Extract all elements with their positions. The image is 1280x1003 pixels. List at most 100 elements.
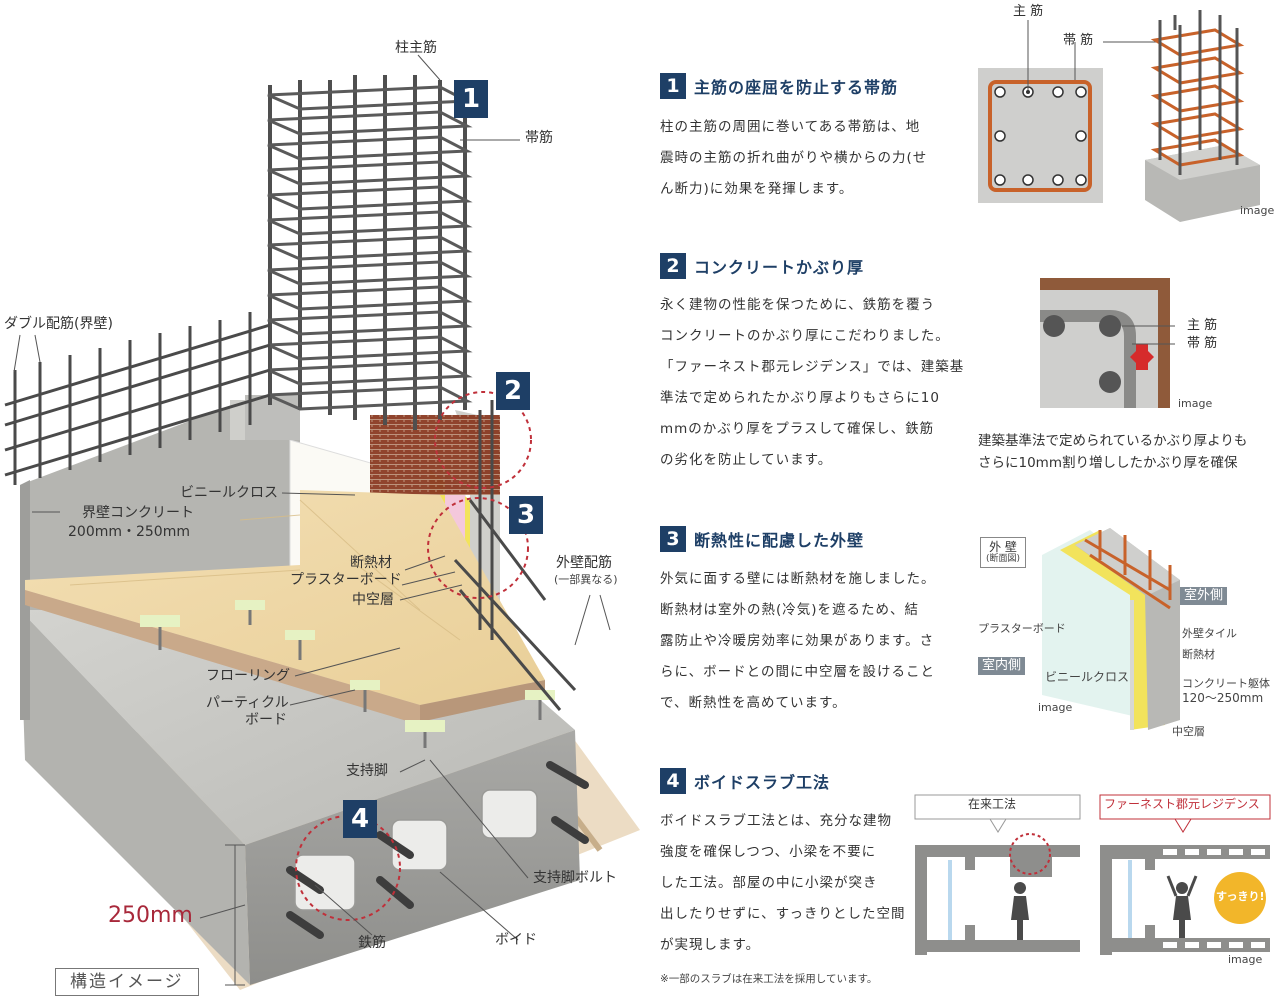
section-3-number: 3 (660, 526, 686, 552)
section-1-line: 震時の主筋の折れ曲がりや横からの力(せ (660, 150, 928, 166)
section-2-title: コンクリートかぶり厚 (694, 258, 865, 277)
section-1-title: 主筋の座屈を防止する帯筋 (694, 78, 899, 97)
section-2-number: 2 (660, 253, 686, 279)
label-party-wall-thickness: 200mm・250mm (68, 524, 190, 540)
hoop-ring (267, 110, 473, 136)
fig3-concrete-body: コンクリート躯体 (1182, 677, 1270, 690)
hoop-ring (267, 335, 473, 361)
section-2-header: 2 コンクリートかぶり厚 (660, 253, 864, 279)
fig4-bubble: すっきり!! (1216, 890, 1270, 903)
label-flooring: フローリング (206, 668, 290, 684)
fig4-conventional: 在来工法 (968, 797, 1017, 811)
section-4-line: が実現します。 (660, 937, 761, 953)
label-particle-board-2: ボード (245, 712, 287, 728)
party-wall (20, 400, 300, 610)
section-2-line: の劣化を防止しています。 (660, 452, 833, 468)
fig3-plaster-board: プラスターボード (978, 622, 1066, 635)
section-3-line: らに、ボードとの間に中空層を設けること (660, 664, 935, 680)
fig2-hoop: 帯 筋 (1187, 336, 1218, 351)
flooring (25, 490, 545, 705)
section-1-line: 柱の主筋の周囲に巻いてある帯筋は、地 (660, 119, 921, 135)
fig3-outdoor: 室外側 (1180, 587, 1228, 605)
fig3-thickness: 120〜250mm (1182, 691, 1264, 705)
label-insulation: 断熱材 (350, 555, 392, 571)
badge-3: 3 (509, 496, 543, 534)
section-3-title: 断熱性に配慮した外壁 (694, 531, 865, 550)
section-4-line: した工法。部屋の中に小梁が突き (660, 875, 878, 891)
label-void: ボイド (495, 932, 537, 948)
hoop-ring (267, 285, 473, 311)
fig1-hoop: 帯 筋 (1063, 33, 1094, 48)
label-party-wall: 界壁コンクリート (82, 505, 194, 521)
fig3-title-box: 外 壁 (断面図) (980, 537, 1027, 569)
outer-wall-rebar (453, 400, 577, 711)
badge-4: 4 (343, 800, 377, 838)
double-rebar (4, 312, 271, 485)
hoop-ring (267, 360, 473, 386)
label-hoop: 帯筋 (525, 130, 553, 146)
section-3-line: 外気に面する壁には断熱材を施しました。 (660, 571, 936, 587)
label-support-bolt: 支持脚ボルト (533, 870, 617, 886)
fig3-image-caption: image (1038, 701, 1073, 714)
hoop-ring (267, 385, 473, 411)
label-particle-board-1: パーティクル (206, 695, 289, 711)
detail-circle-3 (427, 497, 529, 599)
section-1-header: 1 主筋の座屈を防止する帯筋 (660, 73, 898, 99)
section-2-line: コンクリートのかぶり厚にこだわりました。 (660, 328, 950, 344)
section-4-line: ボイドスラブ工法とは、充分な建物 (660, 813, 892, 829)
hoop-ring (267, 210, 473, 236)
label-support-leg: 支持脚 (346, 763, 388, 779)
fig2-caption-2: さらに10mm割り増ししたかぶり厚を確保 (978, 455, 1238, 471)
section-4-header: 4 ボイドスラブ工法 (660, 768, 830, 794)
figure-cover-thickness (1040, 278, 1175, 408)
fig2-main-bar: 主 筋 (1187, 318, 1218, 333)
fig3-subtitle: (断面図) (986, 554, 1021, 565)
label-air-layer: 中空層 (352, 592, 394, 608)
label-plaster-board: プラスターボード (290, 572, 402, 588)
fig3-air-layer: 中空層 (1172, 725, 1205, 738)
hoop-ring (267, 135, 473, 161)
fig3-insulation: 断熱材 (1182, 648, 1215, 661)
detail-circle-4 (295, 815, 401, 921)
label-double-rebar: ダブル配筋(界壁) (4, 316, 113, 332)
fig3-outer-tile: 外壁タイル (1182, 627, 1237, 640)
section-4-title: ボイドスラブ工法 (694, 773, 831, 792)
section-2-line: 準法で定められたかぶり厚よりもさらに10 (660, 390, 940, 406)
section-2-line: 永く建物の性能を保つために、鉄筋を覆う (660, 297, 936, 313)
section-4-body: ボイドスラブ工法とは、充分な建物 強度を確保しつつ、小梁を不要に した工法。部屋… (660, 806, 906, 961)
label-outer-wall-rebar: 外壁配筋 (556, 555, 612, 571)
fig4-image-caption: image (1228, 953, 1263, 966)
section-3-header: 3 断熱性に配慮した外壁 (660, 526, 864, 552)
hoop-ring (267, 185, 473, 211)
section-3-line: 断熱材は室外の熱(冷気)を遮るため、結 (660, 602, 920, 618)
fig2-caption-1: 建築基準法で定められているかぶり厚よりも (978, 433, 1248, 449)
section-1-number: 1 (660, 73, 686, 99)
section-1-body: 柱の主筋の周囲に巻いてある帯筋は、地 震時の主筋の折れ曲がりや横からの力(せ ん… (660, 112, 927, 205)
support-legs (140, 600, 555, 748)
structure-diagram (4, 54, 640, 990)
section-3-line: で、断熱性を高めています。 (660, 695, 847, 711)
fig3-vinyl-cloth: ビニールクロス (1045, 670, 1130, 684)
section-3-line: 露防止や冷暖房効率に効果があります。さ (660, 633, 935, 649)
section-2-body: 永く建物の性能を保つために、鉄筋を覆う コンクリートのかぶり厚にこだわりました。… (660, 290, 964, 476)
hoop-ring (267, 235, 473, 261)
figure-void-slab (914, 794, 1271, 955)
hoop-ring (267, 160, 473, 186)
label-slab-thickness: 250mm (108, 903, 193, 928)
figure-hoop (978, 10, 1260, 222)
void-blocks (294, 789, 538, 911)
hoop-ring (267, 85, 473, 111)
fig1-image-caption: image (1240, 204, 1275, 217)
label-vinyl-cloth: ビニールクロス (180, 485, 278, 501)
section-4-note: ※一部のスラブは在来工法を採用しています。 (660, 973, 878, 985)
hoop-ring (267, 310, 473, 336)
fig3-indoor: 室内側 (978, 657, 1026, 675)
fig1-main-bar: 主 筋 (1013, 4, 1044, 19)
structure-caption: 構造イメージ (55, 968, 199, 997)
section-1-line: ん断力)に効果を発揮します。 (660, 181, 854, 197)
section-4-line: 強度を確保しつつ、小梁を不要に (660, 844, 877, 860)
section-4-number: 4 (660, 768, 686, 794)
badge-1: 1 (454, 80, 488, 118)
fig2-image-caption: image (1178, 397, 1213, 410)
section-2-line: mmのかぶり厚をプラスして確保し、鉄筋 (660, 421, 935, 437)
